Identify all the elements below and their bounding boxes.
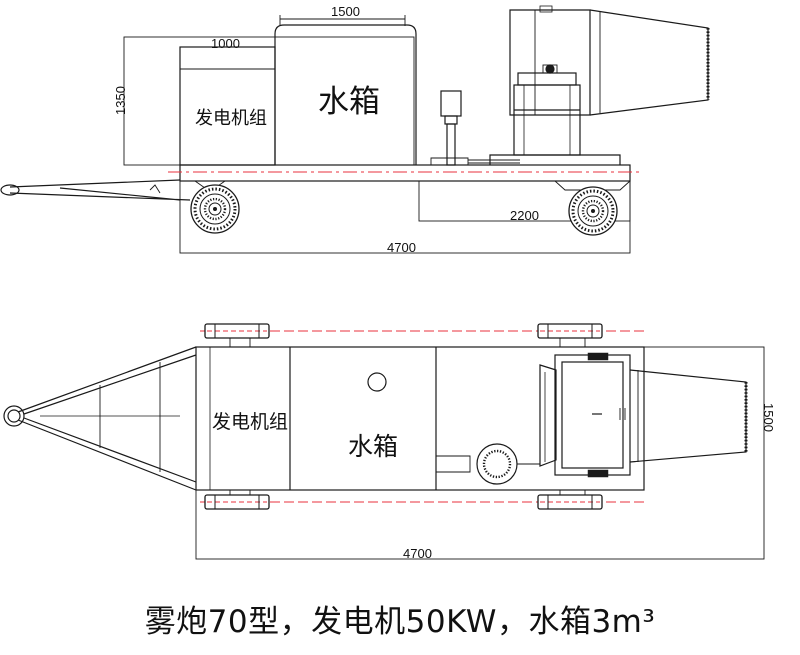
technical-drawing: 1500 1000 1350 2200 4700 发电机组 水箱 [0,4,776,561]
side-tow-bar [9,179,191,201]
top-dim-length: 4700 [403,546,432,561]
top-tank-cap [367,372,387,392]
side-dim-rear: 2200 [510,208,539,223]
top-tire-front-left [204,323,270,339]
top-tire-rear-left [537,323,603,339]
side-dim-gen-width: 1000 [211,36,240,51]
side-hitch-ring [0,184,20,196]
side-generator-box [179,46,276,166]
side-view [0,5,710,254]
side-dim-top: 1500 [331,4,360,19]
side-dim-length: 4700 [387,240,416,255]
side-dim-height: 1350 [113,86,128,115]
top-hitch-ring [3,405,25,427]
side-label-tank: 水箱 [318,84,380,120]
top-dim-width: 1500 [761,403,776,432]
side-tank-box [274,24,417,165]
top-cannon-frame [554,354,631,476]
top-tire-rear-right [537,494,603,510]
top-label-generator: 发电机组 [212,411,288,433]
caption: 雾炮70型，发电机50KW，水箱3m³ [144,604,656,640]
side-label-generator: 发电机组 [195,108,267,129]
side-rear-wheel [567,185,619,237]
side-chassis [179,164,631,182]
side-cannon-barrel [509,9,591,116]
top-label-tank: 水箱 [348,432,398,461]
top-body [195,346,645,491]
top-tire-front-right [204,494,270,510]
side-front-wheel [189,183,241,235]
top-tow-frame [17,346,197,491]
side-motor [440,90,462,117]
side-length-dim-box [179,180,631,254]
